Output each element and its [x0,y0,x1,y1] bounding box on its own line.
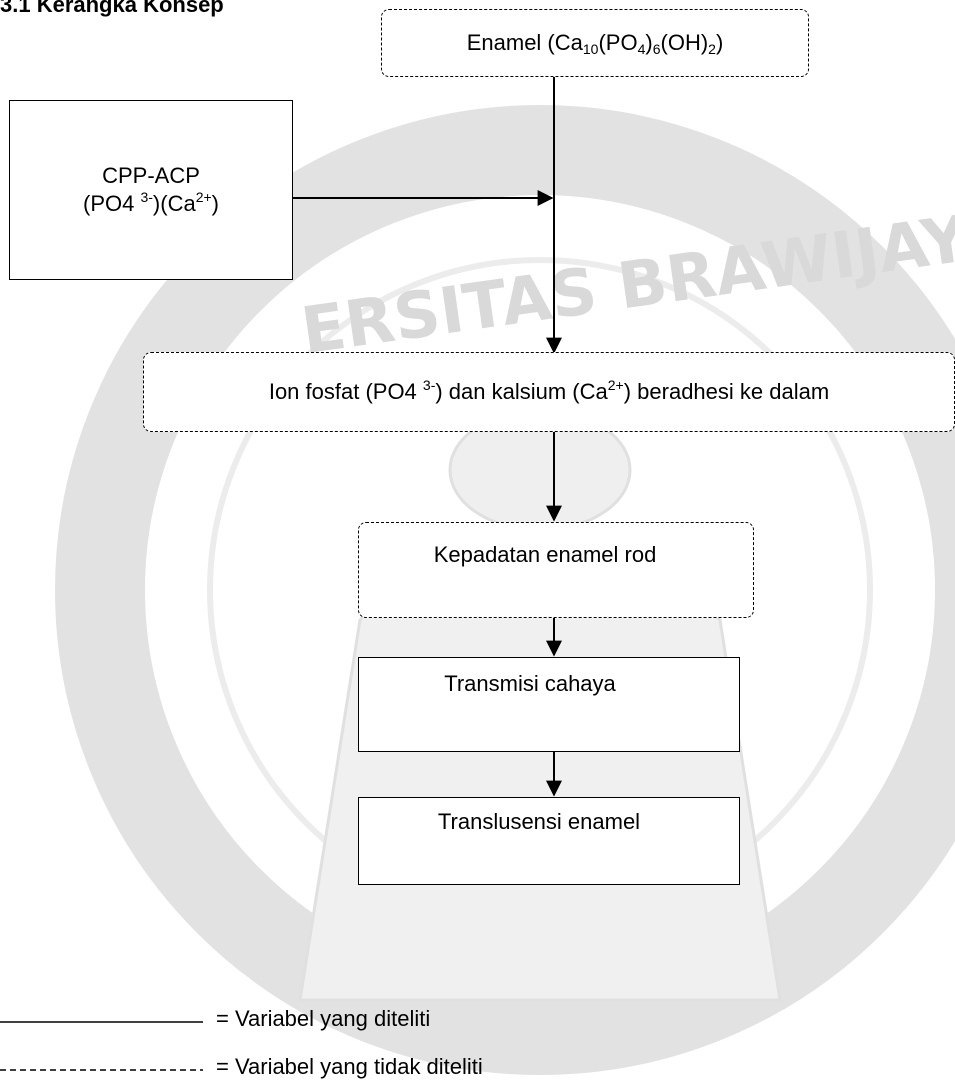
page-title: 3.1 Kerangka Konsep [0,0,224,17]
transmisi-node: Transmisi cahaya [358,657,740,752]
ion-adhesion-label: Ion fosfat (PO4 3-) dan kalsium (Ca2+) b… [268,377,830,404]
translusensi-node: Translusensi enamel [358,797,740,885]
kepadatan-node: Kepadatan enamel rod [358,522,754,618]
legend-dashed-label: = Variabel yang tidak diteliti [216,1054,483,1079]
enamel-node: Enamel (Ca10(PO4)6(OH)2) [381,9,809,77]
legend-solid-label: = Variabel yang diteliti [216,1006,431,1031]
translusensi-label: Translusensi enamel [437,809,641,834]
cpp-acp-label: CPP-ACP (PO4 3-)(Ca2+) [83,163,219,216]
cpp-acp-node: CPP-ACP (PO4 3-)(Ca2+) [9,100,293,280]
kepadatan-label: Kepadatan enamel rod [433,542,657,567]
enamel-label: Enamel (Ca10(PO4)6(OH)2) [466,30,724,57]
transmisi-label: Transmisi cahaya [444,671,616,696]
ion-adhesion-node: Ion fosfat (PO4 3-) dan kalsium (Ca2+) b… [143,352,955,432]
